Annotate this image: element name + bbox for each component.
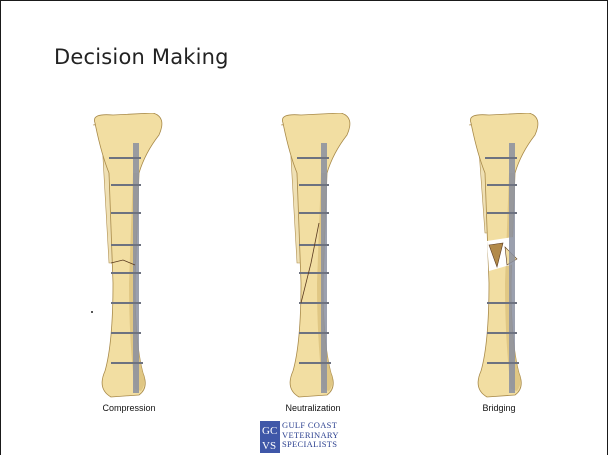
stray-dot	[91, 311, 93, 313]
compression-bone-illustration	[83, 113, 173, 403]
gulf-coast-veterinary-specialists-logo: GC VS GULF COAST VETERINARY SPECIALISTS	[260, 419, 360, 455]
logo-line-1: GULF COAST	[282, 420, 337, 430]
caption-compression: Compression	[69, 403, 189, 413]
logo-line-2: VETERINARY	[282, 430, 339, 440]
caption-neutralization: Neutralization	[253, 403, 373, 413]
logo-line-3: SPECIALISTS	[282, 439, 337, 449]
logo-monogram-icon: GC VS	[260, 421, 280, 453]
slide-title: Decision Making	[54, 45, 229, 69]
logo-text: GULF COAST VETERINARY SPECIALISTS	[282, 421, 339, 450]
neutralization-bone-illustration	[271, 113, 361, 403]
svg-text:GC: GC	[262, 425, 277, 437]
svg-text:VS: VS	[262, 440, 276, 452]
bridging-bone-illustration	[459, 113, 549, 403]
caption-bridging: Bridging	[439, 403, 559, 413]
